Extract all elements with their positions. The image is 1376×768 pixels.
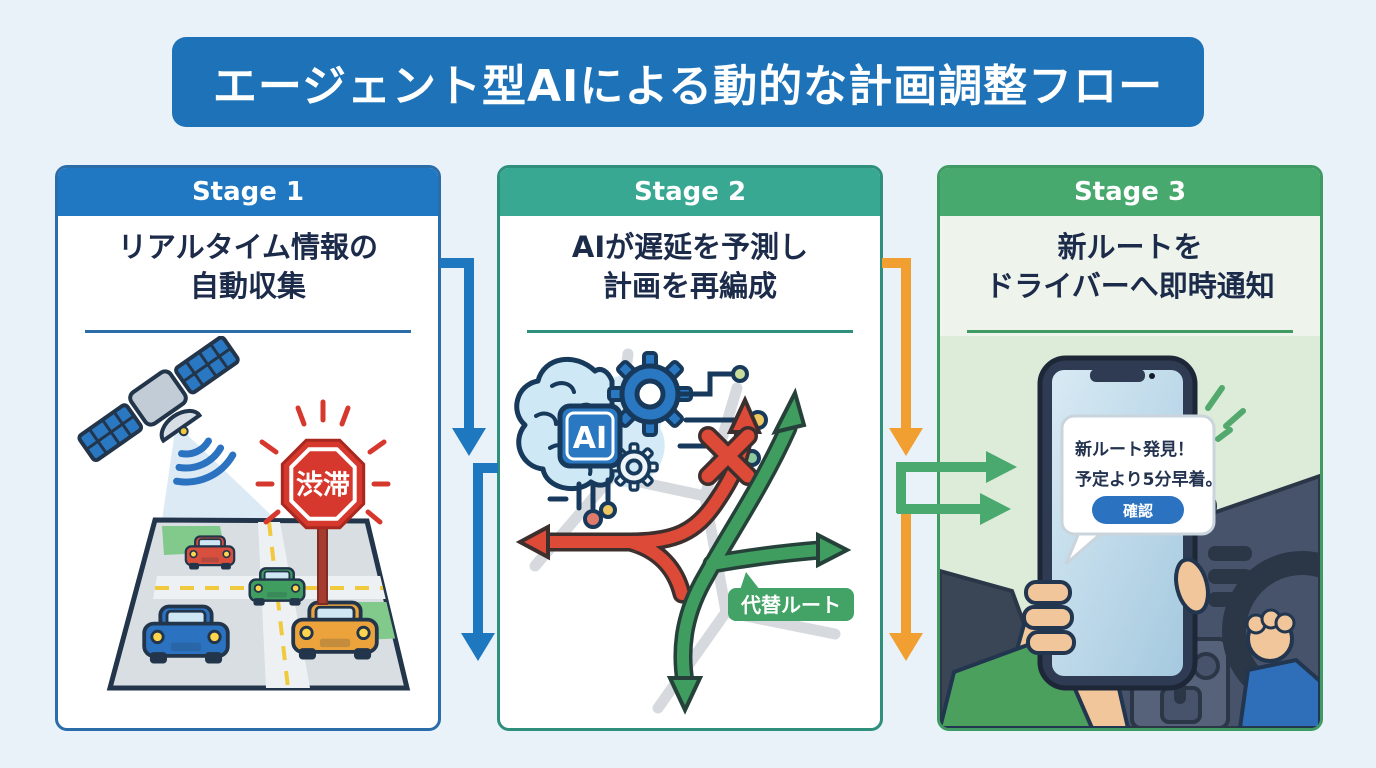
traffic-map <box>106 517 411 691</box>
blocked-route-arrow <box>515 395 763 604</box>
stage2-header: Stage 2 <box>500 168 880 216</box>
stage3-label: Stage 3 <box>1073 177 1187 207</box>
stage2-card: Stage 2 AIが遅延を予測し 計画を再編成 <box>497 165 883 731</box>
stage2-label: Stage 2 <box>633 177 747 207</box>
alternate-route-arrow <box>666 387 852 715</box>
stage3-illustration: 新ルート発見！ 予定より5分早着。 確認 <box>940 336 1320 728</box>
stage3-card: Stage 3 新ルートを ドライバーへ即時通知 <box>937 165 1323 731</box>
svg-text:確認: 確認 <box>1122 502 1153 520</box>
blocked-x-icon <box>698 426 758 486</box>
notification-line1: 新ルート発見！ <box>1075 439 1194 460</box>
traffic-jam-sign: 渋滞 <box>255 399 391 605</box>
confirm-button: 確認 <box>1092 496 1184 524</box>
stage1-label: Stage 1 <box>191 177 305 207</box>
satellite-icon <box>77 336 240 463</box>
route-badge: 代替ルート <box>728 572 854 621</box>
route-badge-label: 代替ルート <box>740 593 841 617</box>
gear-icon-small <box>609 442 659 492</box>
flow-arrow-blue-1 <box>440 258 486 456</box>
stage1-header: Stage 1 <box>58 168 438 216</box>
stage2-divider <box>526 330 854 333</box>
flow-arrow-orange-2 <box>889 514 923 661</box>
stage1-title: リアルタイム情報の 自動収集 <box>117 230 379 304</box>
stage1-card: Stage 1 リアルタイム情報の 自動収集 <box>55 165 441 731</box>
flow-arrow-blue-2 <box>461 463 498 661</box>
stage1-divider <box>84 330 412 333</box>
sign-label: 渋滞 <box>296 470 350 501</box>
stage3-header: Stage 3 <box>940 168 1320 216</box>
flow-arrow-orange-1 <box>882 258 923 456</box>
page-title: エージェント型AIによる動的な計画調整フロー <box>212 61 1164 112</box>
circuit-traces <box>547 371 753 511</box>
ai-chip-label: AI <box>573 421 607 456</box>
notification-bubble: 新ルート発見！ 予定より5分早着。 確認 <box>1060 414 1223 566</box>
stage2-title: AIが遅延を予測し 計画を再編成 <box>571 230 809 304</box>
driver-right-hand <box>1237 608 1320 728</box>
notification-line2: 予定より5分早着。 <box>1075 469 1223 490</box>
sparkle-icon <box>1205 385 1246 442</box>
gear-icon-large <box>607 351 693 437</box>
stage2-illustration: AI <box>500 336 880 728</box>
alert-rays-icon <box>255 399 391 525</box>
ai-brain-icon: AI <box>514 351 768 529</box>
title-banner: エージェント型AIによる動的な計画調整フロー <box>172 37 1204 127</box>
signal-waves-icon <box>173 437 237 486</box>
ai-chip-icon: AI <box>557 403 623 469</box>
stage3-title: 新ルートを ドライバーへ即時通知 <box>985 230 1275 304</box>
stage3-divider <box>966 330 1294 333</box>
stage1-illustration: 渋滞 <box>58 336 438 728</box>
